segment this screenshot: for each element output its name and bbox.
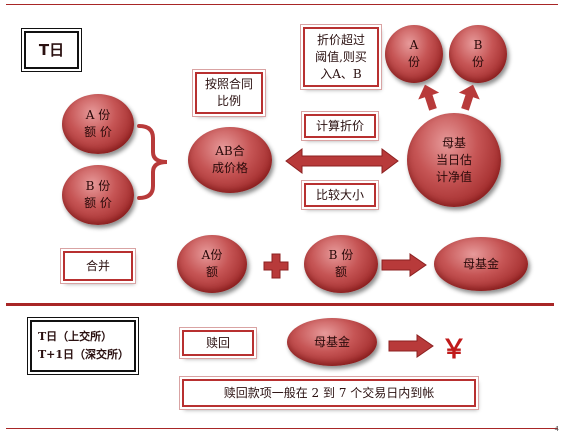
top-rule bbox=[6, 4, 558, 5]
parent-fund-nav-oval: 母基 当日估 计净值 bbox=[407, 113, 501, 207]
yen-icon: ￥ bbox=[441, 335, 468, 365]
right-arrow-redeem-icon bbox=[388, 334, 434, 358]
redeem-label-box: 赎回 bbox=[182, 330, 254, 356]
merge-label-box: 合并 bbox=[63, 251, 133, 281]
buy-a-oval: A 份 bbox=[385, 25, 443, 83]
redeem-parent-fund-oval: 母基金 bbox=[287, 318, 377, 366]
buy-b-oval: B 份 bbox=[449, 25, 507, 83]
calc-discount-box: 计算折价 bbox=[304, 114, 376, 138]
merge-share-a-oval: A份 额 bbox=[177, 235, 247, 293]
threshold-buy-box: 折价超过 阈值,则买 入A、B bbox=[303, 27, 379, 87]
bottom-rule bbox=[6, 428, 558, 429]
up-arrow-a-icon bbox=[418, 84, 440, 111]
up-arrow-b-icon bbox=[458, 84, 480, 111]
merge-brace bbox=[137, 124, 168, 200]
share-a-price-oval: A 份 额 价 bbox=[62, 94, 134, 154]
plus-icon bbox=[263, 253, 289, 279]
share-b-price-oval: B 份 额 价 bbox=[62, 165, 134, 225]
settlement-note-box: 赎回款项一般在 2 到 7 个交易日内到帐 bbox=[182, 379, 476, 407]
redeem-days-box: T日（上交所） T+1日（深交所） bbox=[30, 320, 136, 372]
merge-result-oval: 母基金 bbox=[434, 237, 528, 291]
compare-box: 比较大小 bbox=[304, 183, 376, 207]
right-arrow-merge-icon bbox=[381, 253, 427, 277]
merge-share-b-oval: B 份 额 bbox=[304, 235, 378, 293]
double-arrow bbox=[285, 148, 399, 174]
section-divider bbox=[6, 303, 554, 306]
day-label-t: T日 bbox=[24, 31, 79, 69]
page-number: 4 bbox=[554, 425, 559, 433]
ab-composite-price-oval: AB合 成价格 bbox=[188, 127, 272, 193]
contract-ratio-box: 按照合同 比例 bbox=[195, 72, 263, 114]
